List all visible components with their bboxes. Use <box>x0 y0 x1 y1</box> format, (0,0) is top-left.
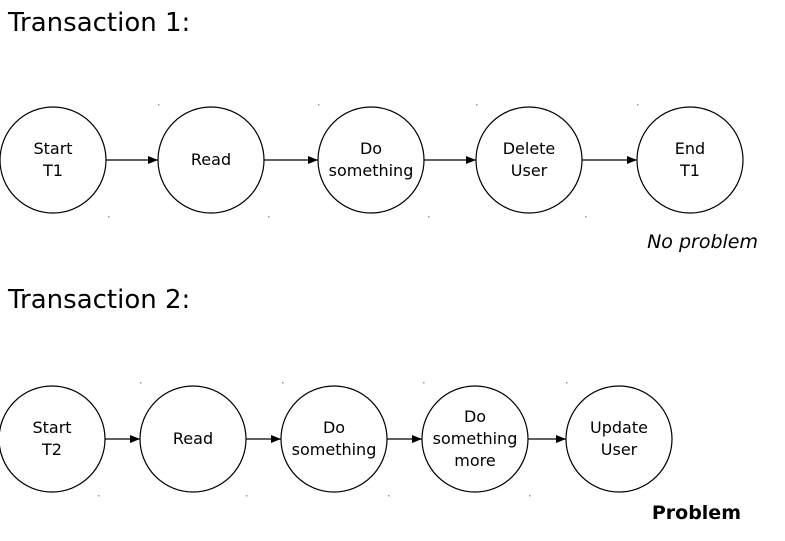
node-label-line: Read <box>191 150 231 169</box>
speck <box>637 104 639 106</box>
node-label-line: Start <box>32 418 71 437</box>
speck <box>268 216 270 218</box>
node-label-line: something <box>292 440 377 459</box>
speck <box>246 495 248 497</box>
node-label-line: Delete <box>503 139 556 158</box>
node-circle <box>0 106 107 214</box>
transaction1-note: No problem <box>647 231 758 253</box>
transaction1-node-2: Read <box>157 106 265 214</box>
node-circle <box>0 385 106 493</box>
node-label-line: Do <box>360 139 382 158</box>
node-circle <box>565 385 673 493</box>
node-label-line: more <box>454 451 495 470</box>
speck <box>108 216 110 218</box>
node-label-line: T1 <box>679 161 700 180</box>
transaction2-note: Problem <box>652 502 741 524</box>
speck <box>428 216 430 218</box>
speck <box>388 495 390 497</box>
node-label-line: T1 <box>42 161 63 180</box>
node-circle <box>317 106 425 214</box>
speck <box>585 216 587 218</box>
speck <box>318 104 320 106</box>
node-label-line: Read <box>173 429 213 448</box>
node-label-line: End <box>675 139 705 158</box>
node-label-line: User <box>601 440 638 459</box>
node-circle <box>280 385 388 493</box>
node-label-line: something <box>329 161 414 180</box>
node-label-line: something <box>433 429 518 448</box>
node-label-line: Do <box>323 418 345 437</box>
speck <box>566 382 568 384</box>
node-circle <box>636 106 744 214</box>
speck <box>529 495 531 497</box>
node-label-line: User <box>511 161 548 180</box>
node-label-line: Update <box>590 418 648 437</box>
node-label-line: Start <box>33 139 72 158</box>
transaction2-node-3: Do something <box>280 385 388 493</box>
transaction2-heading: Transaction 2: <box>8 285 191 315</box>
transaction2-node-2: Read <box>139 385 247 493</box>
transaction2-node-4: Do something more <box>421 385 529 493</box>
speck <box>140 382 142 384</box>
speck <box>423 382 425 384</box>
node-circle <box>475 106 583 214</box>
background-specks <box>98 104 639 497</box>
node-label-line: Do <box>464 407 486 426</box>
speck <box>158 104 160 106</box>
transaction1-node-3: Do something <box>317 106 425 214</box>
node-label-line: T2 <box>41 440 62 459</box>
transaction1-heading: Transaction 1: <box>8 8 191 38</box>
speck <box>282 382 284 384</box>
speck <box>98 495 100 497</box>
speck <box>476 104 478 106</box>
